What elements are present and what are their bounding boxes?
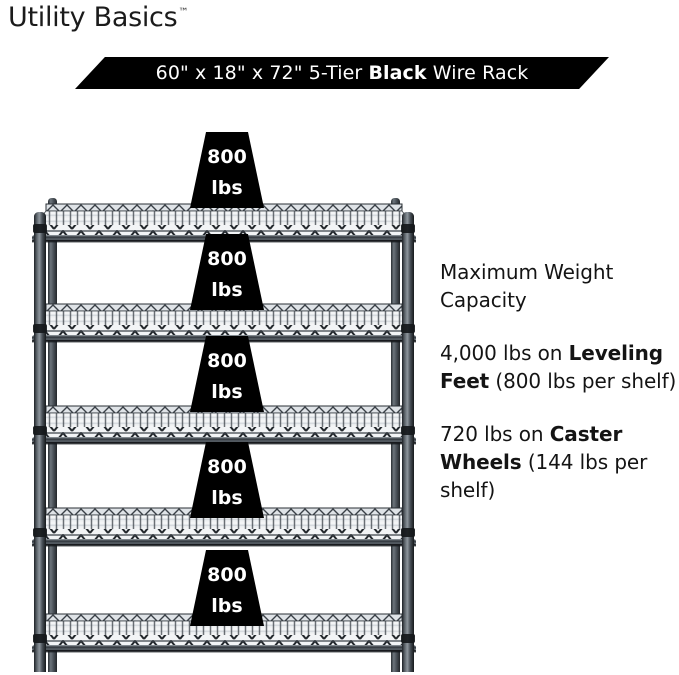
capacity-caster-wheels: 720 lbs on Caster Wheels (144 lbs per sh… — [440, 420, 679, 505]
leveling-detail: (800 lbs per shelf) — [489, 369, 677, 394]
badge-unit-3: lbs — [211, 381, 242, 403]
brand-name: Utility Basics — [8, 2, 178, 33]
wire-rack-illustration: 800 lbs 800 lbs 800 lbs 800 lbs 800 lbs — [18, 120, 430, 672]
badge-unit-4: lbs — [211, 487, 242, 509]
trademark-symbol: ™ — [178, 7, 189, 18]
capacity-heading-line1: Maximum Weight — [440, 260, 614, 284]
badge-unit-2: lbs — [211, 279, 242, 301]
capacity-panel: Maximum Weight Capacity 4,000 lbs on Lev… — [440, 258, 679, 505]
capacity-leveling-feet: 4,000 lbs on Leveling Feet (800 lbs per … — [440, 339, 679, 396]
badge-value-3: 800 — [207, 350, 247, 372]
leveling-label: Leveling Feet — [440, 340, 664, 394]
product-dimensions: 60" x 18" x 72" — [155, 62, 303, 84]
product-title-text: 60" x 18" x 72" 5-Tier Black Wire Rack — [156, 62, 529, 84]
capacity-badge-layer: 800 lbs 800 lbs 800 lbs 800 lbs 800 lbs — [190, 132, 264, 626]
capacity-badge-tier-3: 800 lbs — [190, 336, 264, 412]
brand-logo: Utility Basics™ — [8, 2, 188, 33]
product-tiers: 5-Tier — [308, 62, 363, 84]
capacity-badge-tier-2: 800 lbs — [190, 234, 264, 310]
caster-total: 720 lbs on — [440, 421, 550, 446]
caster-detail: (144 lbs per shelf) — [440, 449, 648, 503]
caster-label: Caster Wheels — [440, 421, 623, 474]
capacity-heading: Maximum Weight Capacity — [440, 258, 679, 315]
rack-front-posts — [33, 212, 415, 672]
badge-value-1: 800 — [207, 146, 247, 168]
product-type: Wire Rack — [432, 62, 529, 84]
wire-rack-svg — [31, 198, 417, 672]
capacity-badge-tier-4: 800 lbs — [190, 442, 264, 518]
product-color: Black — [368, 62, 427, 84]
badge-unit-1: lbs — [211, 177, 242, 199]
badge-value-2: 800 — [207, 248, 247, 270]
badge-value-4: 800 — [207, 456, 247, 478]
capacity-badge-tier-5: 800 lbs — [190, 550, 264, 626]
leveling-total: 4,000 lbs on — [440, 340, 569, 365]
badge-unit-5: lbs — [211, 595, 242, 617]
capacity-heading-line2: Capacity — [440, 288, 527, 313]
capacity-badge-tier-1: 800 lbs — [190, 132, 264, 208]
product-title-banner: 60" x 18" x 72" 5-Tier Black Wire Rack — [75, 57, 609, 89]
badge-value-5: 800 — [207, 564, 247, 586]
